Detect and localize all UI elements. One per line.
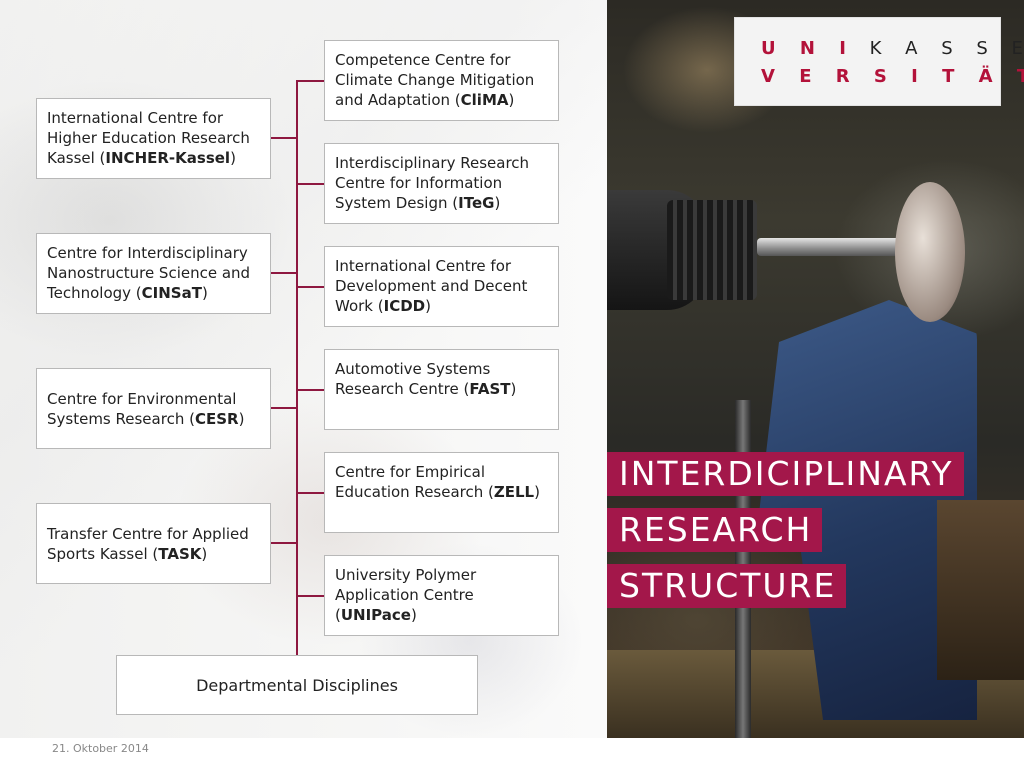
centre-close: ) [410,606,417,624]
photo-disc [895,182,965,322]
centre-incher: International Centre for Higher Educatio… [36,98,271,179]
photo-shaft [757,238,907,256]
connector-right-2 [297,183,324,185]
connector-right-4 [297,389,324,391]
centre-zell: Centre for Empirical Education Research … [324,452,559,533]
centre-task: Transfer Centre for Applied Sports Kasse… [36,503,271,584]
centre-icdd: International Centre for Development and… [324,246,559,327]
centre-abbr: CliMA [460,91,509,109]
centre-cesr: Centre for Environmental Systems Researc… [36,368,271,449]
centre-name: University Polymer Application Centre ( [335,566,477,624]
photo-wood-block [937,500,1024,680]
connector-right-5 [297,492,324,494]
connector-right-1 [297,80,324,82]
centre-iteg: Interdisciplinary Research Centre for In… [324,143,559,224]
centre-name: Centre for Interdisciplinary Nanostructu… [47,244,251,302]
connector-left-4 [271,542,297,544]
centre-name: Competence Centre for Climate Change Mit… [335,51,535,109]
logo-line-2: V E R S I T Ä T [761,66,1024,87]
logo-text-uni: U N I [761,38,855,59]
centre-clima: Competence Centre for Climate Change Mit… [324,40,559,121]
centre-name: International Centre for Development and… [335,257,528,315]
centre-cinsat: Centre for Interdisciplinary Nanostructu… [36,233,271,314]
centre-abbr: CESR [194,410,239,428]
centre-name: Automotive Systems Research Centre ( [335,360,491,398]
centre-abbr: FAST [469,380,511,398]
connector-left-3 [271,407,297,409]
footer-date: 21. Oktober 2014 [52,742,149,755]
departmental-disciplines-box: Departmental Disciplines [116,655,478,715]
university-logo: U N I K A S S E L V E R S I T Ä T [734,17,1024,106]
centre-name: Centre for Empirical Education Research … [335,463,494,501]
centre-abbr: CINSaT [141,284,202,302]
centre-abbr: TASK [158,545,202,563]
title-line-1: INTERDICIPLINARY [607,452,964,496]
centre-unipace: University Polymer Application Centre (U… [324,555,559,636]
connector-right-3 [297,286,324,288]
trunk-connector [296,80,298,656]
centre-abbr: ICDD [383,297,426,315]
centre-close: ) [201,545,208,563]
logo-line-1: U N I K A S S E L [761,38,1024,59]
centre-name: Interdisciplinary Research Centre for In… [335,154,530,212]
centre-abbr: ITeG [458,194,495,212]
centre-close: ) [201,284,208,302]
centre-close: ) [425,297,431,315]
centre-close: ) [238,410,245,428]
photo-drill-chuck [667,200,757,300]
centre-abbr: UNIPace [340,606,411,624]
connector-left-1 [271,137,297,139]
centre-abbr: INCHER-Kassel [105,149,231,167]
workshop-photo [607,0,1024,738]
centre-close: ) [508,91,515,109]
centre-fast: Automotive Systems Research Centre (FAST… [324,349,559,430]
title-line-2: RESEARCH [607,508,823,552]
centre-name: Transfer Centre for Applied Sports Kasse… [47,525,249,563]
centre-name: International Centre for Higher Educatio… [47,109,250,167]
centre-name: Centre for Environmental Systems Researc… [47,390,237,428]
title-line-3: STRUCTURE [607,564,847,608]
centre-abbr: ZELL [493,483,535,501]
centre-close: ) [534,483,540,501]
logo-text-versitat: V E R S I T Ä T [761,66,1024,87]
footer-bar [0,738,1024,768]
connector-left-2 [271,272,297,274]
centre-close: ) [230,149,236,167]
logo-text-kassel: K A S S E L [869,38,1024,59]
connector-right-6 [297,595,324,597]
centre-close: ) [510,380,517,398]
centre-close: ) [494,194,501,212]
